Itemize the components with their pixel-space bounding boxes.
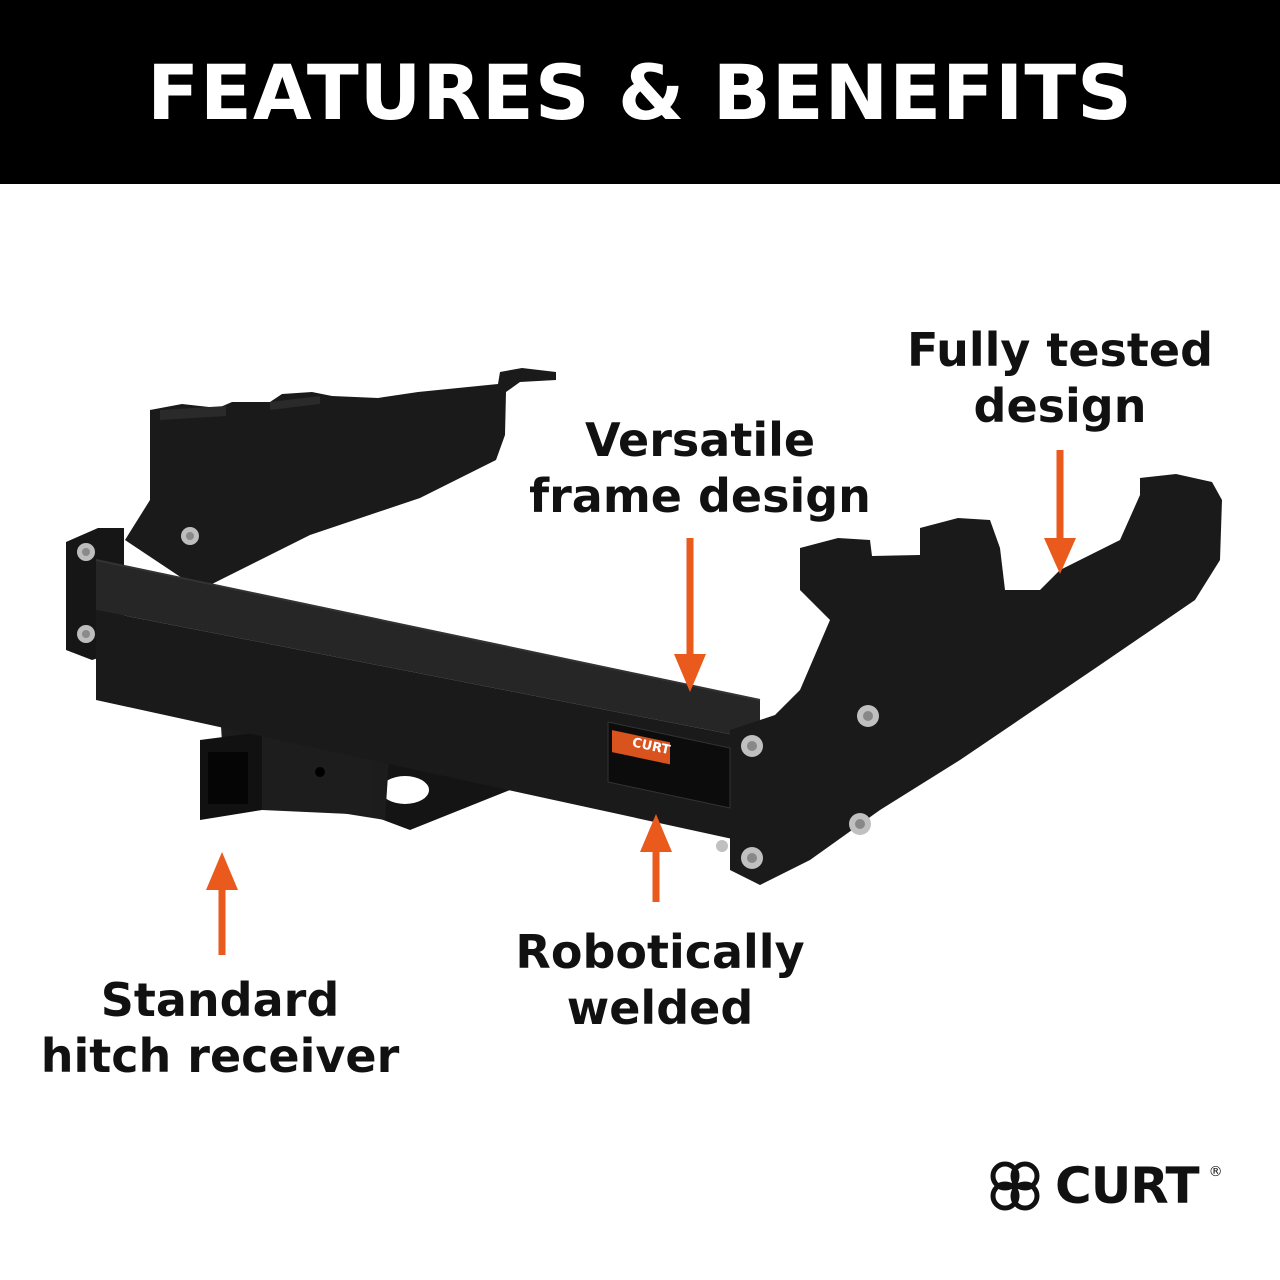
arrow-down-icon bbox=[674, 654, 706, 692]
left-mounting-bracket bbox=[125, 368, 556, 590]
callout-line: design bbox=[973, 379, 1147, 433]
cross-tube bbox=[96, 560, 760, 740]
callout-fully-tested: Fully tested design bbox=[880, 322, 1240, 434]
brand-logo: CURT ® bbox=[985, 1156, 1223, 1216]
callout-robotically-welded: Robotically welded bbox=[480, 924, 840, 1036]
callout-line: Standard bbox=[100, 973, 340, 1027]
arrow-up-icon bbox=[640, 814, 672, 852]
callout-line: Versatile bbox=[584, 413, 816, 467]
arrow-up-icon bbox=[206, 852, 238, 890]
callout-line: frame design bbox=[529, 469, 871, 523]
callout-line: hitch receiver bbox=[40, 1029, 400, 1083]
right-mounting-bracket bbox=[730, 474, 1222, 885]
callout-line: Robotically bbox=[515, 925, 805, 979]
brand-name: CURT bbox=[1055, 1157, 1200, 1215]
registered-mark: ® bbox=[1208, 1164, 1223, 1180]
callout-line: Fully tested bbox=[906, 323, 1214, 377]
callout-standard-receiver: Standard hitch receiver bbox=[40, 972, 400, 1084]
page-title: FEATURES & BENEFITS bbox=[147, 47, 1133, 137]
callout-line: welded bbox=[566, 981, 754, 1035]
callout-versatile-frame: Versatile frame design bbox=[520, 412, 880, 524]
header-banner: FEATURES & BENEFITS bbox=[0, 0, 1280, 184]
curt-logo-icon bbox=[990, 1161, 1040, 1211]
product-label: CURT bbox=[607, 721, 731, 809]
arrow-down-icon bbox=[1044, 538, 1076, 574]
